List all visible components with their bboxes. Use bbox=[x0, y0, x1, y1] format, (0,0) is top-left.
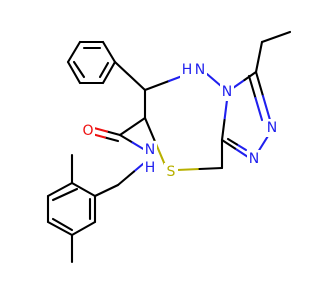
atom-label-ring-s: S bbox=[167, 164, 176, 180]
bond-layer bbox=[46, 30, 292, 264]
atom-label-amide-h: H bbox=[145, 160, 156, 176]
bond bbox=[105, 130, 122, 137]
bond bbox=[92, 126, 109, 133]
bond bbox=[113, 60, 147, 92]
bond bbox=[243, 70, 258, 82]
aryl-inner-bond bbox=[51, 217, 74, 232]
phenyl-bond bbox=[101, 40, 117, 64]
bond bbox=[223, 98, 229, 122]
atom-label-triazole-n-upper: N bbox=[267, 120, 277, 136]
atom-label-ring-nh-n: N bbox=[195, 62, 205, 78]
bond bbox=[131, 141, 147, 152]
bond bbox=[247, 74, 257, 100]
bond bbox=[226, 137, 239, 146]
aryl-inner-bond bbox=[51, 187, 79, 202]
bond bbox=[256, 134, 270, 154]
bond bbox=[143, 116, 157, 143]
bond bbox=[261, 94, 272, 122]
bond bbox=[118, 116, 147, 137]
phenyl-bond bbox=[66, 40, 82, 64]
bond bbox=[220, 138, 237, 150]
bond bbox=[220, 118, 226, 142]
bond bbox=[143, 79, 171, 92]
bond bbox=[260, 30, 292, 44]
bond bbox=[231, 78, 246, 90]
bond bbox=[116, 170, 136, 187]
bond bbox=[118, 133, 134, 144]
phenyl-bond bbox=[66, 60, 82, 85]
phenyl-inner-bond bbox=[98, 61, 110, 79]
bond bbox=[93, 183, 120, 198]
atom-label-amide-n: N bbox=[145, 142, 155, 158]
bond bbox=[233, 147, 250, 159]
atom-label-layer: N H O S H N N N N bbox=[81, 61, 279, 181]
aryl-bond bbox=[46, 181, 74, 198]
bond bbox=[103, 136, 120, 143]
aryl-bond bbox=[70, 181, 97, 198]
atom-label-ring-nh-h: H bbox=[182, 62, 193, 78]
phenyl-inner-bond bbox=[72, 60, 86, 79]
bond bbox=[175, 167, 201, 172]
molecule-structure: N H O S H N N N N bbox=[46, 30, 292, 264]
bond bbox=[254, 70, 265, 98]
bond bbox=[205, 72, 223, 88]
bond bbox=[254, 40, 264, 74]
phenyl-bond bbox=[101, 60, 117, 85]
aryl-bond bbox=[46, 220, 74, 237]
atom-label-triazole-n-lower: N bbox=[249, 151, 259, 167]
bond bbox=[254, 96, 264, 122]
bond bbox=[198, 166, 224, 171]
atom-label-bridge-n: N bbox=[222, 84, 232, 100]
aryl-bond bbox=[70, 220, 97, 237]
atom-label-carbonyl-o: O bbox=[82, 123, 93, 139]
bond bbox=[235, 143, 248, 152]
